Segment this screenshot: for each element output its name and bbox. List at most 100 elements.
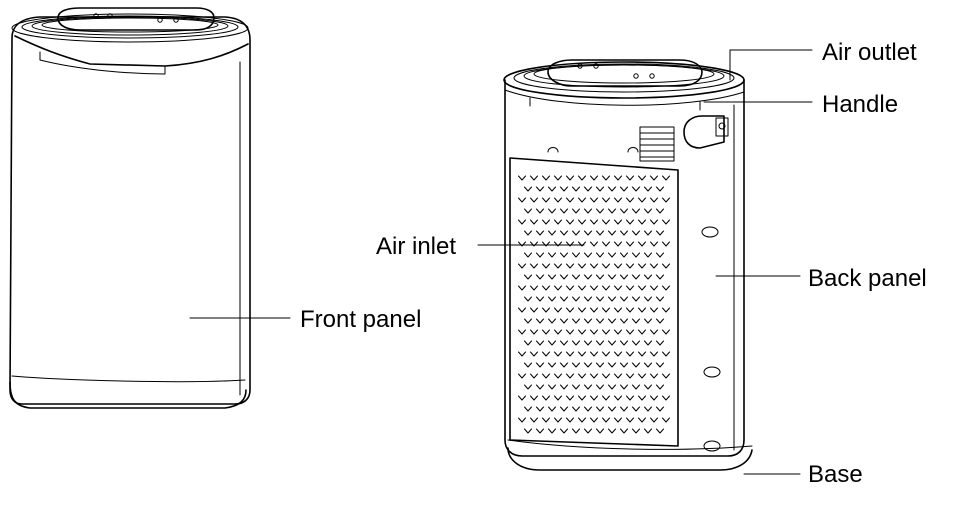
filter-perforation — [530, 175, 538, 181]
filter-perforation — [602, 351, 610, 357]
filter-perforation — [608, 230, 616, 236]
filter-perforation — [596, 296, 604, 302]
filter-perforation — [656, 362, 664, 368]
filter-perforation — [578, 285, 586, 291]
filter-perforation — [614, 197, 622, 203]
front-base — [9, 381, 247, 409]
filter-perforation — [590, 329, 598, 335]
filter-perforation — [662, 219, 670, 225]
filter-perforation — [584, 406, 592, 412]
filter-perforation — [656, 406, 664, 412]
filter-perforation — [602, 285, 610, 291]
filter-perforation — [572, 362, 580, 368]
filter-perforation — [560, 318, 568, 324]
filter-perforation — [518, 285, 526, 291]
filter-perforation — [554, 373, 562, 379]
filter-perforation — [638, 395, 646, 401]
filter-perforation — [590, 417, 598, 423]
filter-perforation — [656, 318, 664, 324]
filter-perforation — [560, 384, 568, 390]
filter-perforation — [554, 307, 562, 313]
filter-perforation — [626, 373, 634, 379]
filter-perforation — [626, 417, 634, 423]
filter-perforation — [536, 186, 544, 192]
filter-perforation — [590, 263, 598, 269]
filter-perforation — [524, 208, 532, 214]
filter-perforation — [656, 340, 664, 346]
filter-perforation — [530, 197, 538, 203]
filter-perforation — [632, 428, 640, 434]
filter-perforation — [530, 219, 538, 225]
filter-perforation — [584, 208, 592, 214]
filter-perforation — [518, 329, 526, 335]
filter-perforation — [644, 340, 652, 346]
filter-perforation — [572, 252, 580, 258]
filter-perforation — [650, 395, 658, 401]
filter-perforation — [656, 274, 664, 280]
filter-perforation — [620, 318, 628, 324]
front-panel-label: Front panel — [300, 306, 421, 333]
filter-perforation — [590, 395, 598, 401]
filter-perforation — [596, 252, 604, 258]
filter-perforation — [620, 362, 628, 368]
filter-perforation — [590, 351, 598, 357]
filter-grid — [518, 175, 670, 434]
filter-perforation — [566, 417, 574, 423]
filter-frame — [509, 157, 679, 447]
filter-perforation — [644, 252, 652, 258]
filter-perforation — [524, 230, 532, 236]
filter-perforation — [596, 318, 604, 324]
filter-perforation — [650, 285, 658, 291]
filter-perforation — [662, 175, 670, 181]
filter-perforation — [632, 186, 640, 192]
filter-perforation — [536, 406, 544, 412]
filter-perforation — [620, 384, 628, 390]
filter-perforation — [548, 384, 556, 390]
filter-perforation — [614, 351, 622, 357]
filter-perforation — [650, 417, 658, 423]
filter-perforation — [650, 329, 658, 335]
filter-perforation — [626, 197, 634, 203]
filter-perforation — [656, 230, 664, 236]
filter-perforation — [620, 208, 628, 214]
filter-perforation — [518, 263, 526, 269]
filter-perforation — [542, 329, 550, 335]
filter-perforation — [572, 406, 580, 412]
front-top-cap — [14, 35, 249, 67]
filter-perforation — [536, 384, 544, 390]
filter-perforation — [602, 197, 610, 203]
front-top-cap-lip — [39, 51, 166, 75]
filter-perforation — [566, 351, 574, 357]
filter-perforation — [566, 373, 574, 379]
filter-perforation — [632, 384, 640, 390]
filter-perforation — [578, 241, 586, 247]
filter-perforation — [608, 296, 616, 302]
filter-perforation — [620, 252, 628, 258]
filter-perforation — [530, 285, 538, 291]
filter-perforation — [626, 307, 634, 313]
filter-perforation — [548, 428, 556, 434]
filter-perforation — [542, 417, 550, 423]
filter-perforation — [650, 307, 658, 313]
filter-perforation — [608, 384, 616, 390]
filter-perforation — [614, 175, 622, 181]
filter-perforation — [530, 395, 538, 401]
filter-perforation — [518, 219, 526, 225]
filter-perforation — [554, 219, 562, 225]
filter-perforation — [656, 186, 664, 192]
filter-perforation — [644, 318, 652, 324]
filter-perforation — [518, 241, 526, 247]
filter-perforation — [524, 186, 532, 192]
filter-perforation — [578, 351, 586, 357]
filter-perforation — [566, 197, 574, 203]
handle-recess — [683, 115, 729, 149]
filter-perforation — [590, 219, 598, 225]
filter-perforation — [650, 373, 658, 379]
filter-perforation — [524, 318, 532, 324]
filter-perforation — [662, 329, 670, 335]
filter-perforation — [632, 230, 640, 236]
filter-perforation — [518, 395, 526, 401]
filter-perforation — [620, 186, 628, 192]
filter-perforation — [626, 395, 634, 401]
filter-perforation — [608, 274, 616, 280]
